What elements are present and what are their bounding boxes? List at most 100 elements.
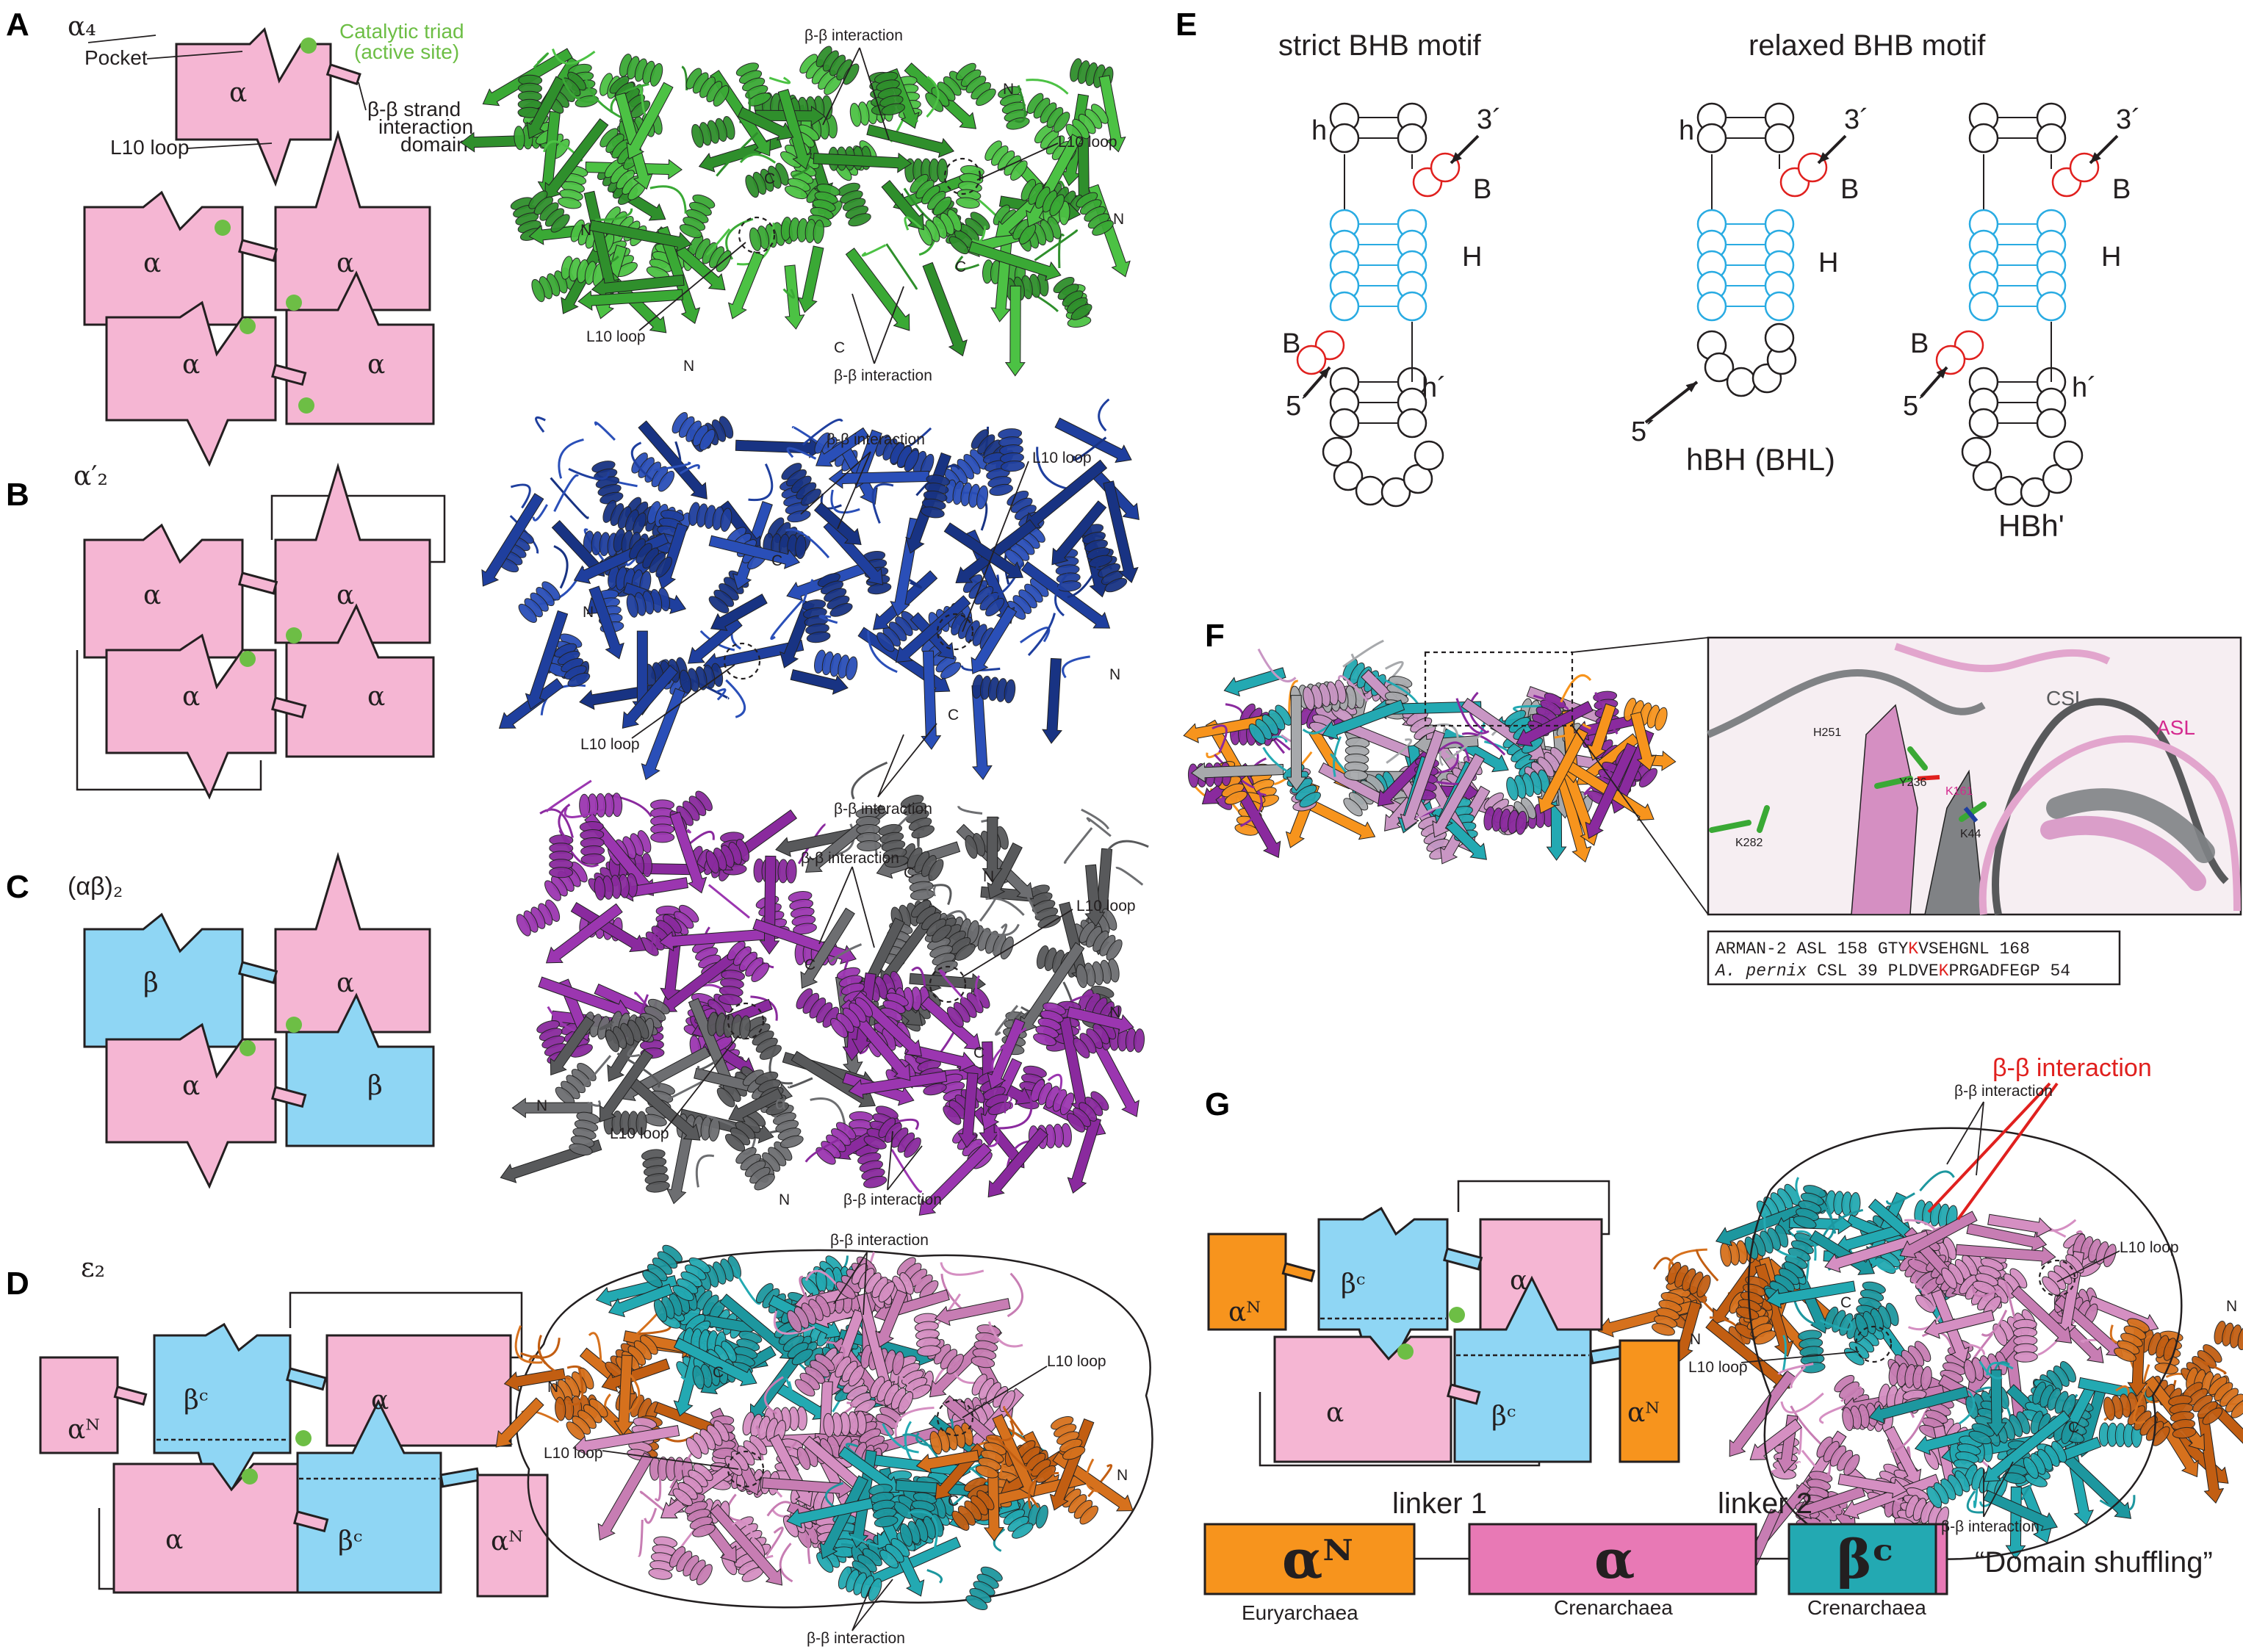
alphaN-d6: αᴺ [491, 1526, 523, 1557]
loop [791, 163, 810, 178]
strand [800, 907, 855, 989]
strand [921, 650, 942, 750]
alpha-a4: α [367, 350, 385, 380]
structure-label: L10 loop [1032, 450, 1092, 466]
strand [1054, 417, 1132, 464]
zoom-line-1 [1571, 637, 1709, 653]
loop [768, 76, 791, 84]
structure-label: C [948, 707, 959, 724]
structure-label: C [1840, 1294, 1851, 1311]
strand [526, 76, 566, 140]
loop [669, 441, 682, 465]
loop [535, 416, 546, 433]
structure-label: β-β interaction [1941, 1518, 2039, 1535]
helix [640, 914, 682, 956]
helix-turn [1104, 577, 1128, 593]
nucleotide [1296, 345, 1327, 375]
strand [828, 468, 930, 489]
nucleotide [1968, 123, 1999, 154]
loop [558, 438, 584, 479]
bhb-label: H [2101, 242, 2121, 273]
csl-label: CSL [2046, 687, 2086, 710]
helix-turn [784, 185, 808, 200]
strand [971, 685, 993, 781]
loop [926, 76, 940, 118]
helix [650, 799, 675, 843]
structure-ribbons [460, 46, 2243, 1611]
strand [481, 493, 544, 587]
helix [971, 1324, 1001, 1368]
helix [1026, 93, 1070, 133]
bhb-label: B [1910, 328, 1929, 359]
seq-line-1: ARMAN-2 ASL 158 GTYKVSEHGNL 168 [1715, 939, 2030, 959]
alpha-b3: α [182, 682, 200, 712]
loop [748, 464, 774, 502]
helix-turn [679, 669, 692, 694]
helix [1053, 276, 1092, 320]
structure-label: C [904, 865, 915, 881]
state-label-d: ε₂ [81, 1253, 105, 1283]
helix [679, 663, 724, 694]
panel-letter-f: F [1205, 618, 1225, 654]
loop [1054, 572, 1069, 617]
bb-red-arrow-1 [1927, 1082, 2051, 1213]
helix-turn [931, 925, 952, 943]
strand [813, 152, 912, 173]
helix [878, 823, 909, 868]
helix-turn [800, 488, 821, 506]
alpha-b4: α [367, 682, 385, 712]
alpha-b1: α [143, 580, 161, 610]
bb-red-label: β-β interaction [1992, 1054, 2152, 1082]
helix-turn [928, 859, 944, 881]
loop [725, 679, 746, 718]
tetramer-d [39, 1291, 549, 1598]
strand [813, 502, 862, 546]
helix-turn [876, 632, 895, 652]
panel-letter-c: C [6, 869, 29, 905]
helix [594, 873, 638, 901]
eury-label: Euryarchaea [1242, 1601, 1358, 1624]
helix-turn [745, 174, 760, 198]
strand [845, 248, 910, 331]
helix [2012, 1319, 2038, 1363]
structure-label: L10 loop [2120, 1239, 2179, 1256]
helix [1076, 192, 1114, 236]
bhb-label: B [1282, 328, 1300, 359]
loop [1384, 660, 1404, 679]
panel-letter-a: A [6, 7, 29, 43]
helix [516, 899, 561, 937]
helix-turn [650, 832, 675, 843]
helix [796, 988, 840, 1028]
l10-label-a: L10 loop [110, 136, 189, 159]
strand [669, 811, 708, 894]
structure-label: β-β interaction [834, 801, 932, 818]
loop [971, 226, 987, 243]
structure-label: C [973, 1045, 984, 1061]
structure-label: L10 loop [1076, 898, 1136, 915]
strand [710, 594, 768, 632]
alpha-b2: α [336, 580, 354, 610]
helix [817, 573, 853, 617]
helix [780, 217, 824, 244]
structure-label: N [536, 1097, 547, 1114]
nucleotide [1329, 291, 1360, 322]
helix [874, 71, 905, 115]
bhb-label: h [1311, 115, 1327, 146]
helix-turn [813, 220, 824, 244]
helix-turn [846, 656, 858, 680]
structure-label: β-β interaction [827, 431, 925, 448]
loop [1062, 655, 1090, 679]
panel-letter-b: B [6, 477, 29, 513]
strand [815, 427, 870, 467]
cren-label-2: Crenarchaea [1807, 1596, 1926, 1619]
loop [802, 418, 843, 446]
bb-domain-label-2: interaction [378, 115, 473, 138]
loop [1027, 613, 1056, 657]
structure-label: L10 loop [1688, 1359, 1748, 1376]
betaC-d5: βᶜ [338, 1526, 362, 1557]
betaC-g2: βᶜ [1341, 1269, 1365, 1299]
helix-turn [787, 510, 811, 523]
ribbon-cluster [500, 998, 876, 1205]
structure-label: L10 loop [1047, 1353, 1106, 1370]
